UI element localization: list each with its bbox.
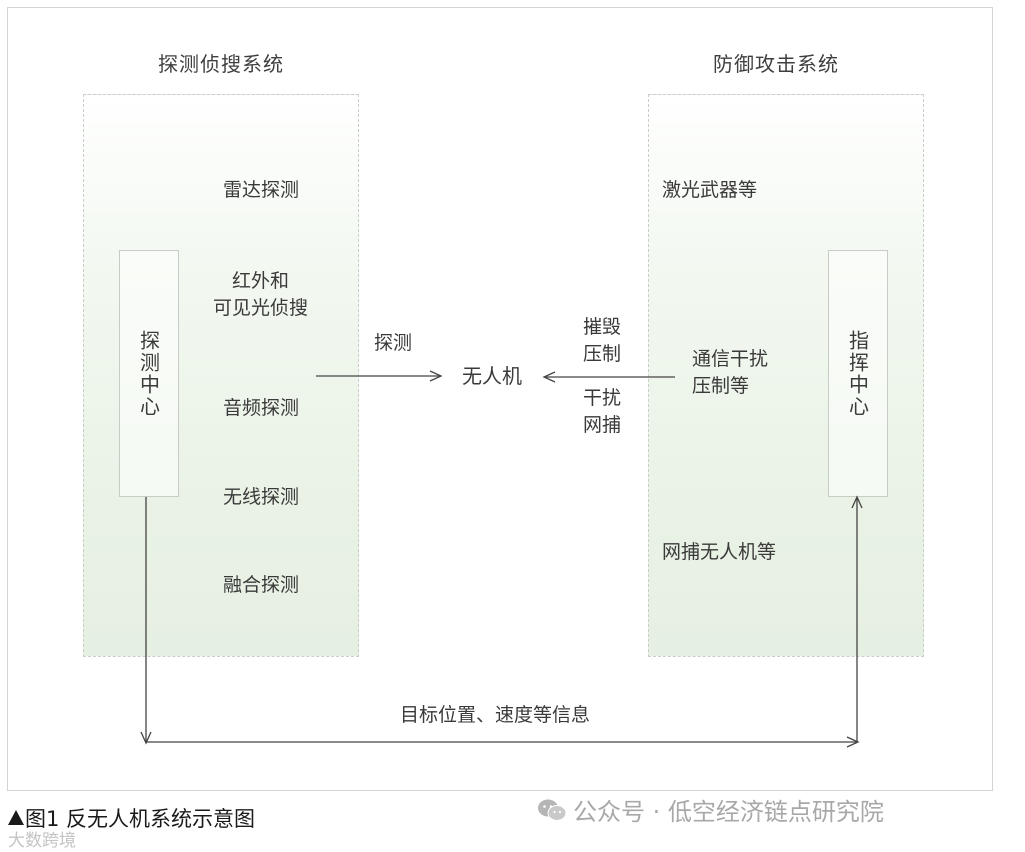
left-system-title: 探测侦搜系统 — [158, 52, 284, 76]
detection-center-box: 探测中心 — [119, 250, 179, 497]
right-item-jamming: 通信干扰 压制等 — [692, 348, 769, 397]
info-right-arrowhead — [846, 736, 860, 748]
info-flow-label: 目标位置、速度等信息 — [400, 704, 591, 726]
command-center-label: 指挥中心 — [845, 329, 870, 418]
watermark-text: 公众号 · 低空经济链点研究院 — [573, 798, 884, 826]
detect-arrowhead — [429, 370, 443, 382]
command-center-box: 指挥中心 — [828, 250, 888, 497]
detection-center-label: 探测中心 — [136, 329, 161, 418]
attack-arrowhead — [542, 371, 556, 383]
watermark: 公众号 · 低空经济链点研究院 — [537, 792, 884, 827]
right-item-net-capture: 网捕无人机等 — [662, 541, 777, 563]
info-up-arrowhead — [851, 495, 863, 509]
left-item-audio: 音频探测 — [223, 397, 300, 419]
right-item-laser: 激光武器等 — [662, 179, 758, 201]
info-down-arrowhead — [140, 731, 152, 745]
caption-text: 图1 反无人机系统示意图 — [25, 807, 256, 831]
left-item-fusion: 融合探测 — [223, 574, 300, 596]
figure-caption: 图1 反无人机系统示意图 — [8, 803, 255, 833]
watermark-small-text: 大数跨境 — [8, 831, 76, 851]
figure-frame — [7, 7, 993, 791]
detect-arrow-label: 探测 — [374, 332, 413, 354]
wechat-icon — [538, 799, 567, 821]
left-item-infrared: 红外和 可见光侦搜 — [213, 270, 309, 319]
watermark-small: 大数跨境 — [8, 826, 76, 851]
left-item-wireless: 无线探测 — [223, 486, 300, 508]
target-drone-label: 无人机 — [462, 364, 522, 388]
suppress-arrow-label: 摧毁 压制 — [583, 316, 622, 365]
left-item-radar: 雷达探测 — [223, 179, 300, 201]
interfere-arrow-label: 干扰 网捕 — [583, 387, 622, 436]
right-system-title: 防御攻击系统 — [713, 52, 839, 76]
triangle-icon — [8, 810, 24, 825]
